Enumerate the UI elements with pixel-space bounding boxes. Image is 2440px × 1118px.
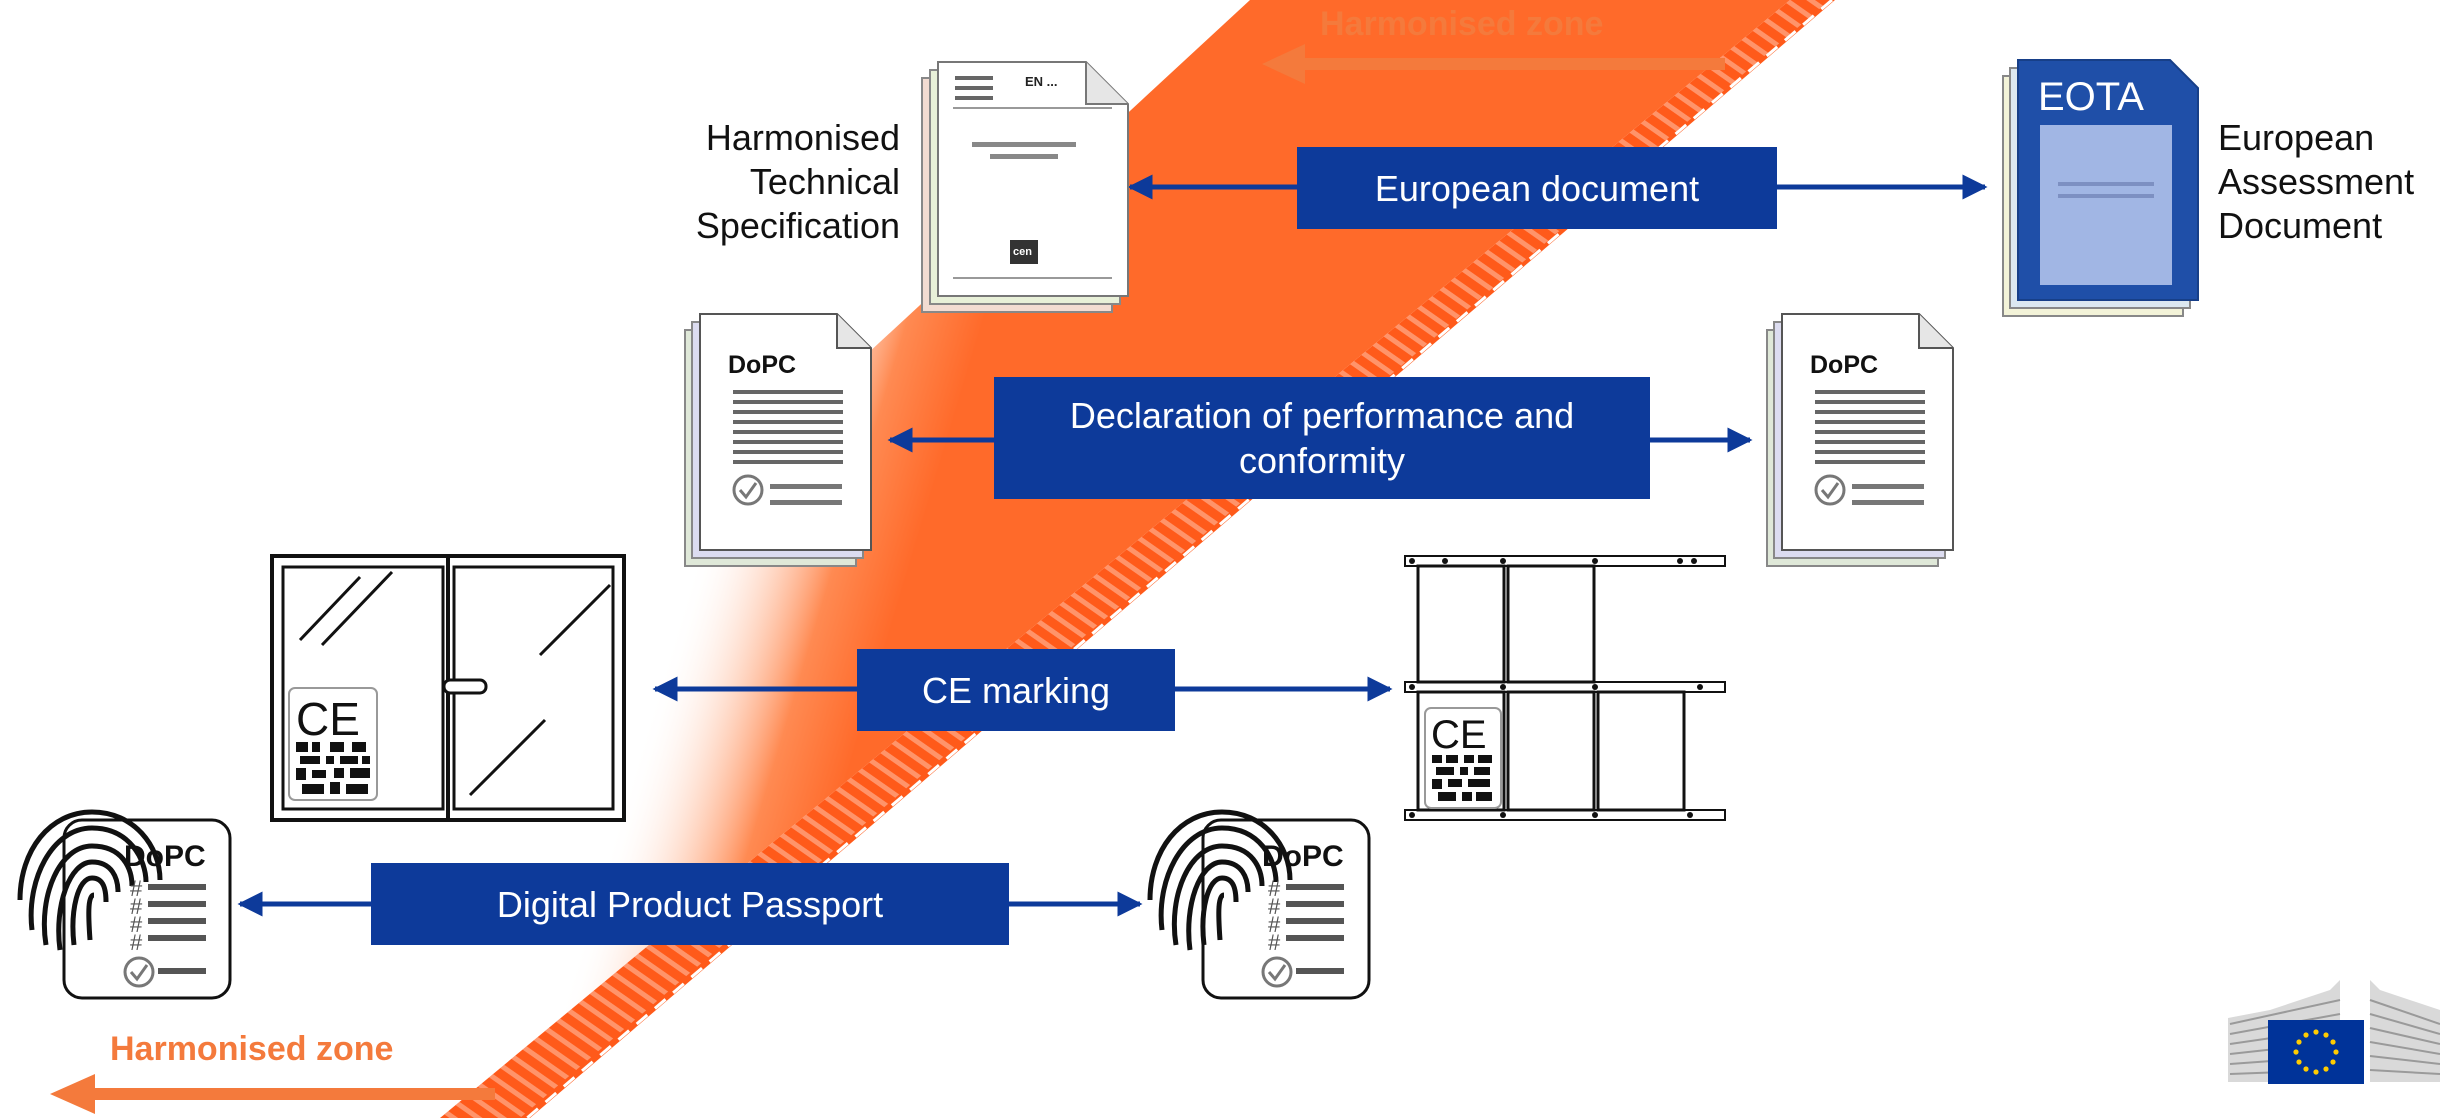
- bottom-zone-label: Harmonised zone: [110, 1030, 394, 1068]
- document-stack-icon: EN ... cen: [921, 61, 1129, 313]
- fingerprint-icon: [17, 809, 163, 951]
- svg-text:#: #: [1268, 912, 1281, 937]
- european-assessment-line-2: Assessment: [2218, 161, 2415, 202]
- european-assessment-line-3: Document: [2218, 205, 2383, 246]
- svg-text:#: #: [130, 894, 143, 919]
- european-assessment-line-1: European: [2218, 117, 2375, 158]
- dopc-title-left: DoPC: [728, 351, 796, 379]
- harmonised-spec-line-3: Specification: [695, 205, 900, 246]
- scaffold-icon: CE: [1404, 555, 1726, 821]
- dopc-title-dpp-right: DoPC: [1262, 840, 1344, 873]
- harmonised-spec-label: Harmonised Technical Specification: [680, 116, 900, 248]
- ce-marking-text: CE marking: [921, 669, 1111, 711]
- dpp-card-right: DoPC # # # #: [1147, 809, 1371, 1000]
- top-zone-arrow: [1262, 44, 1725, 84]
- european-assessment-label: European Assessment Document: [2218, 116, 2433, 248]
- top-zone-label: Harmonised zone: [1320, 5, 1604, 43]
- ce-mark-text-scaffold: CE: [1431, 713, 1487, 757]
- harmonised-spec-line-2: Technical: [749, 161, 900, 202]
- dopc-title-right: DoPC: [1810, 351, 1878, 379]
- eu-commission-logo: [2228, 980, 2440, 1084]
- declaration-line-1: Declaration of performance and: [1069, 395, 1575, 436]
- svg-text:#: #: [1268, 876, 1281, 901]
- dopc-document-icon-right: DoPC: [1766, 313, 1954, 567]
- standard-header: EN ...: [1025, 74, 1058, 89]
- european-document-text: European document: [1374, 167, 1700, 209]
- qr-code-icon-scaffold: [1432, 755, 1492, 801]
- svg-text:#: #: [130, 930, 143, 955]
- check-icon: [123, 956, 155, 988]
- bottom-zone-arrow: [50, 1074, 495, 1114]
- dopc-title-dpp-left: DoPC: [124, 840, 206, 873]
- european-document-box: European document: [1297, 147, 1777, 229]
- ce-marking-box: CE marking: [857, 649, 1175, 731]
- window-icon: CE: [270, 554, 626, 822]
- dpp-card-left: DoPC # # # #: [17, 809, 232, 1000]
- declaration-line-2: conformity: [1238, 440, 1406, 481]
- dpp-text: Digital Product Passport: [496, 883, 884, 925]
- qr-code-icon: [296, 742, 370, 794]
- dpp-box: Digital Product Passport: [371, 863, 1009, 945]
- harmonised-zone-band: [60, 0, 1835, 1118]
- svg-text:#: #: [1268, 894, 1281, 919]
- svg-text:#: #: [1268, 930, 1281, 955]
- declaration-box: Declaration of performance and conformit…: [994, 377, 1650, 499]
- svg-text:#: #: [130, 876, 143, 901]
- dopc-document-icon-left: DoPC: [684, 313, 872, 567]
- cen-logo: cen: [1013, 246, 1032, 258]
- fingerprint-icon-right: [1147, 809, 1293, 951]
- eota-logo: EOTA: [2038, 75, 2144, 119]
- eota-document-icon: EOTA: [2002, 59, 2199, 317]
- harmonised-spec-line-1: Harmonised: [705, 117, 900, 158]
- ce-mark-text-window: CE: [296, 693, 360, 745]
- svg-text:#: #: [130, 912, 143, 937]
